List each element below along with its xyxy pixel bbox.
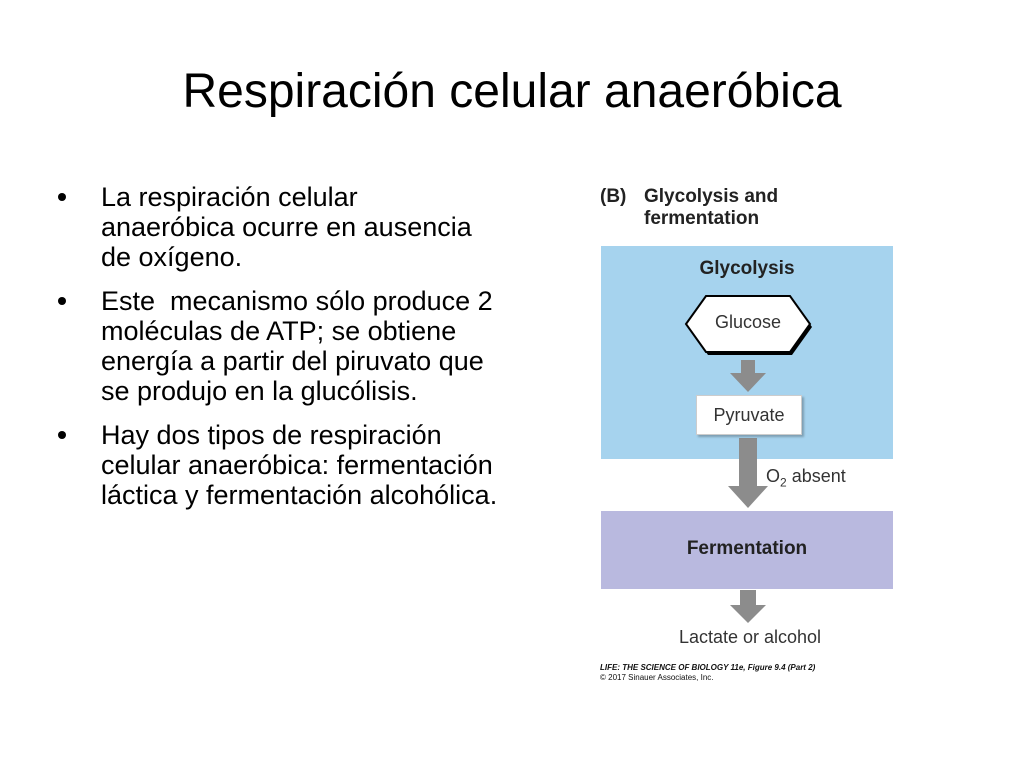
arrow-pyruvate-to-fermentation (728, 438, 768, 508)
bullet-list: La respiración celular anaeróbica ocurre… (58, 182, 498, 524)
bullet-text: La respiración celular anaeróbica ocurre… (101, 182, 480, 272)
arrow-fermentation-to-product (730, 590, 766, 623)
o2-absent-text: absent (786, 466, 846, 486)
glycolysis-label: Glycolysis (699, 258, 795, 279)
arrow-glucose-to-pyruvate (730, 360, 766, 392)
glycolysis-fermentation-figure: (B) Glycolysis and fermentation Glycolysi… (580, 180, 910, 690)
figure-shapes (684, 295, 812, 623)
bullet-text: Hay dos tipos de respiración celular ana… (101, 420, 501, 510)
bullet-item: Hay dos tipos de respiración celular ana… (58, 420, 498, 510)
figure-panel-title: (B) Glycolysis and fermentation (600, 186, 778, 230)
bullet-text: Este mecanismo sólo produce 2 moléculas … (101, 286, 501, 406)
credit-line-1: LIFE: THE SCIENCE OF BIOLOGY 11e, Figure… (600, 663, 816, 672)
credit-line-2: © 2017 Sinauer Associates, Inc. (600, 673, 714, 682)
product-label: Lactate or alcohol (678, 627, 822, 647)
o2-subscript: 2 (780, 475, 787, 490)
panel-title-line2: fermentation (644, 208, 760, 229)
bullet-item: Este mecanismo sólo produce 2 moléculas … (58, 286, 498, 406)
bullet-item: La respiración celular anaeróbica ocurre… (58, 182, 498, 272)
glucose-hexagon (684, 295, 812, 353)
panel-title-line1: Glycolysis and (644, 186, 779, 207)
bullet-dot (58, 297, 66, 305)
o2-absent-label: O2 absent (766, 466, 846, 490)
o2-symbol: O (766, 466, 781, 486)
panel-letter: (B) (600, 186, 627, 207)
fermentation-label: Fermentation (686, 538, 808, 559)
slide-title: Respiración celular anaeróbica (182, 65, 842, 118)
fermentation-box: Fermentation (601, 511, 893, 589)
pyruvate-box: Pyruvate (696, 395, 802, 435)
glucose-label: Glucose (714, 312, 782, 332)
bullet-dot (58, 193, 66, 201)
bullet-dot (58, 431, 66, 439)
figure-credit: LIFE: THE SCIENCE OF BIOLOGY 11e, Figure… (600, 663, 815, 683)
